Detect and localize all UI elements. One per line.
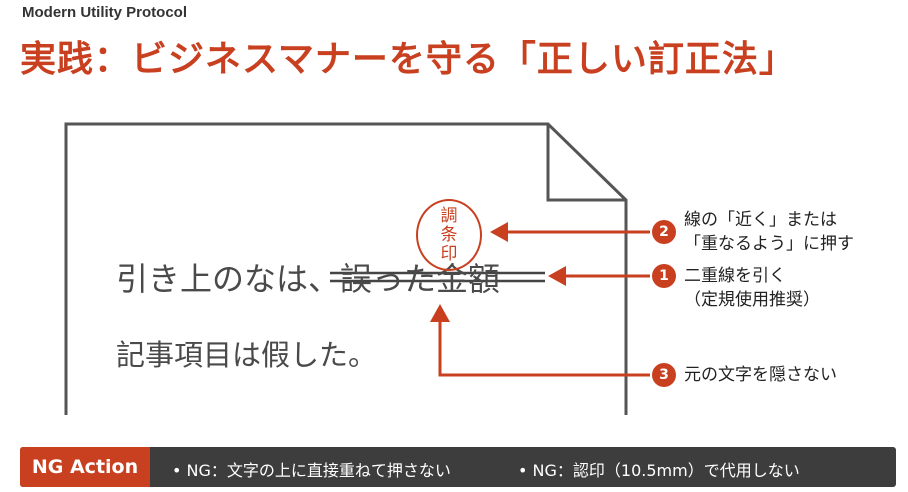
- ng-item-1: • NG：文字の上に直接重ねて押さない: [172, 461, 451, 480]
- arrow-2-head: [490, 222, 508, 242]
- annotation-1-line1: 二重線を引く: [684, 266, 786, 286]
- document-line-1: 引き上のなは、誤った金額: [116, 254, 500, 300]
- badge-2: 2: [652, 220, 676, 244]
- line1-prefix: 引き上のなは、: [116, 260, 341, 298]
- document-fold: [546, 124, 626, 202]
- arrow-3-head: [430, 304, 450, 322]
- stamp-char: 調: [440, 205, 458, 226]
- document-line-2: 記事項目は假した。: [116, 338, 378, 372]
- stamp-char: 印: [440, 243, 458, 264]
- annotation-3-line1: 元の文字を隠さない: [684, 365, 837, 385]
- arrow-3: [438, 318, 650, 377]
- page-title: 実践：ビジネスマナーを守る「正しい訂正法」: [20, 39, 796, 80]
- ng-action-tag: NG Action: [20, 447, 150, 487]
- brand-label: Modern Utility Protocol: [22, 4, 187, 21]
- annotation-2-line1: 線の「近く」または: [684, 210, 837, 230]
- annotation-2-line2: 「重なるよう」に押す: [684, 234, 854, 254]
- annotation-2: 線の「近く」または 「重なるよう」に押す: [684, 208, 854, 256]
- annotation-3: 元の文字を隠さない: [684, 363, 837, 387]
- seal-stamp: 調 条 印: [416, 199, 482, 271]
- badge-1: 1: [652, 264, 676, 288]
- ng-item-2: • NG：認印（10.5mm）で代用しない: [518, 461, 800, 480]
- annotation-1-line2: （定規使用推奨）: [684, 290, 820, 310]
- ng-footer: NG Action • NG：文字の上に直接重ねて押さない • NG：認印（10…: [20, 447, 896, 487]
- badge-3: 3: [652, 363, 676, 387]
- stamp-char: 条: [440, 224, 458, 245]
- annotation-1: 二重線を引く （定規使用推奨）: [684, 264, 820, 312]
- struck-text: 誤った金額: [340, 260, 501, 298]
- arrow-1-head: [548, 266, 566, 286]
